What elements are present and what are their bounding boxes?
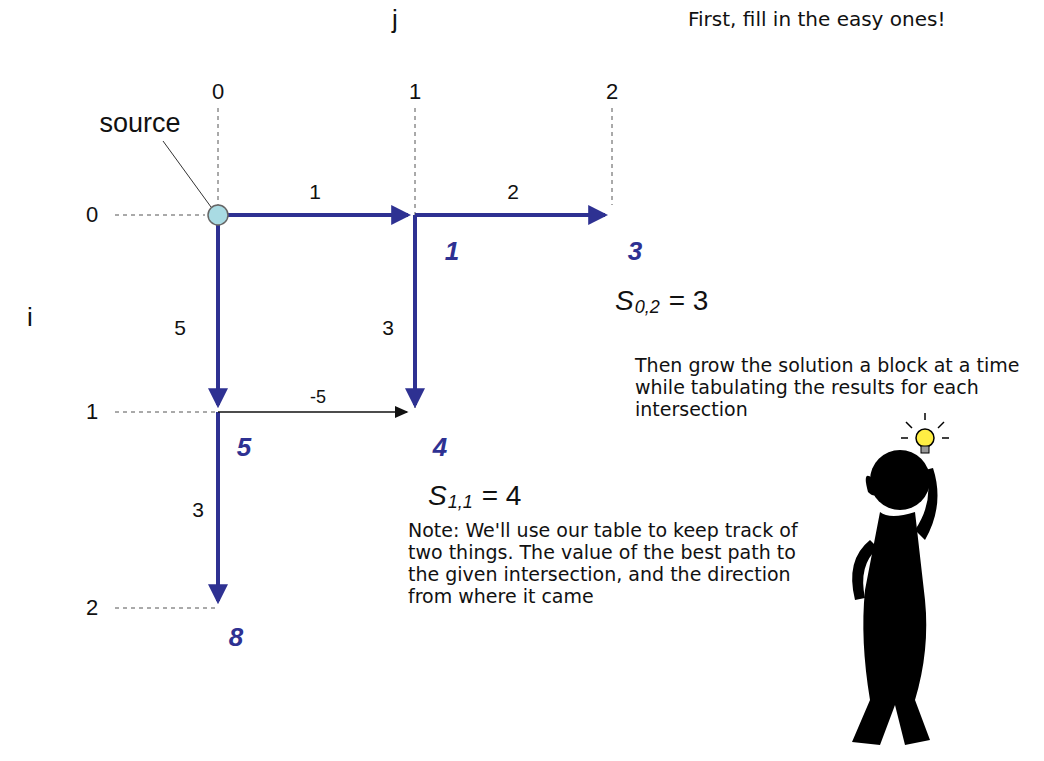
axis-name: j — [392, 5, 398, 35]
score-value: = 3 — [669, 285, 709, 317]
path-value: 3 — [628, 237, 642, 267]
note-text: Then grow the solution a block at a time… — [635, 355, 1035, 421]
leader-line — [163, 141, 211, 207]
column-index: 1 — [409, 79, 421, 104]
score-subscript: 0,2 — [635, 297, 660, 318]
path-value: 8 — [229, 623, 243, 653]
edge-weight: 3 — [382, 316, 394, 340]
column-index: 2 — [606, 79, 618, 104]
score-symbol: S — [428, 480, 447, 512]
column-index: 0 — [212, 79, 224, 104]
edge-weight: 3 — [192, 498, 204, 522]
note-text: Note: We'll use our table to keep track … — [408, 520, 818, 607]
edge-weight: -5 — [310, 387, 326, 408]
thin-arrow — [218, 411, 407, 413]
edge-weight: 5 — [174, 316, 186, 340]
row-index: 0 — [86, 202, 98, 227]
path-value: 4 — [433, 433, 447, 463]
path-value: 5 — [237, 433, 251, 463]
path-value: 1 — [445, 237, 459, 267]
score-symbol: S — [615, 285, 634, 317]
source-dot — [208, 205, 228, 225]
edge-weight: 2 — [507, 180, 519, 204]
score-value: = 4 — [482, 480, 522, 512]
note-text: First, fill in the easy ones! — [688, 8, 1033, 31]
thinking-figure — [852, 413, 949, 745]
score-subscript: 1,1 — [448, 492, 473, 513]
edge-weight: 1 — [309, 180, 321, 204]
callout-label: source — [99, 108, 180, 139]
row-index: 1 — [86, 399, 98, 424]
axis-name: i — [27, 303, 33, 333]
row-index: 2 — [86, 595, 98, 620]
